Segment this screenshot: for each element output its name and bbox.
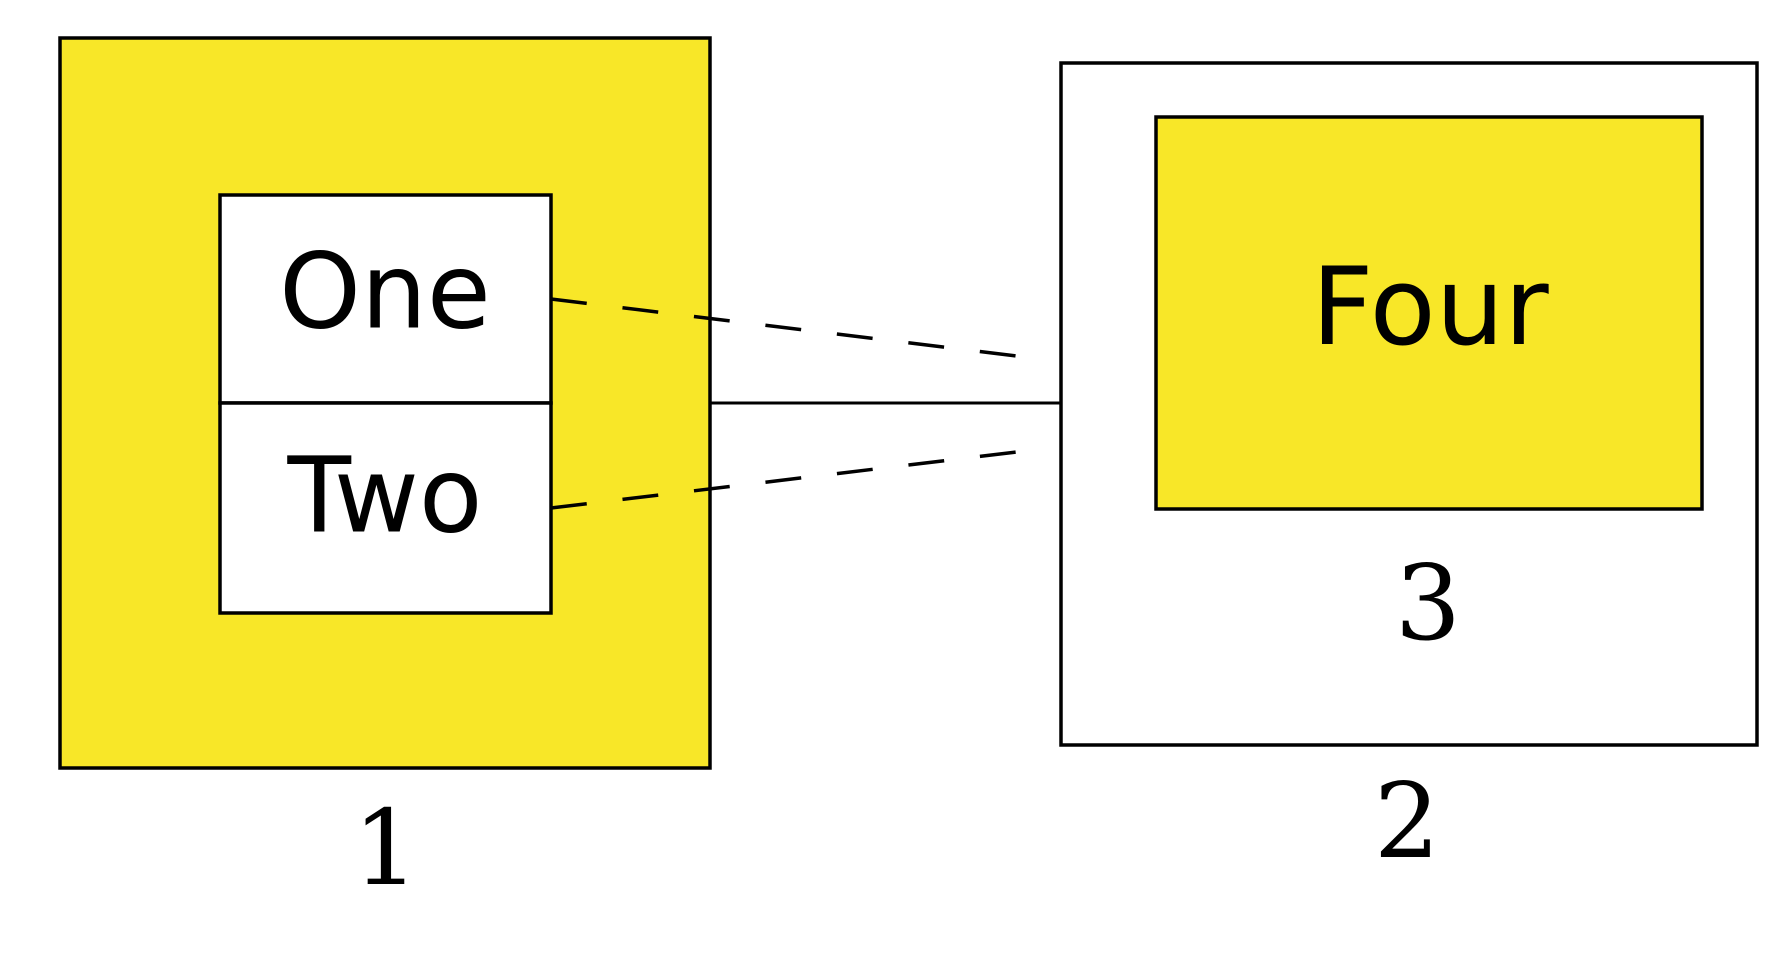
- box-one-label: One: [279, 230, 491, 352]
- box-1-label: 1: [353, 787, 419, 909]
- box-one-frame: [218, 193, 553, 405]
- dashed-connector-one-to-2: [550, 297, 1026, 359]
- box-two-label: Two: [287, 434, 483, 556]
- box-2-label: 2: [1374, 760, 1440, 882]
- box-four-frame: [1154, 115, 1704, 511]
- box-2-frame: [1059, 61, 1759, 747]
- box-four-label: Four: [1311, 245, 1549, 370]
- box-two-frame: [218, 401, 553, 615]
- dashed-connector-two-to-2: [550, 449, 1026, 510]
- box-3-label: 3: [1395, 542, 1461, 664]
